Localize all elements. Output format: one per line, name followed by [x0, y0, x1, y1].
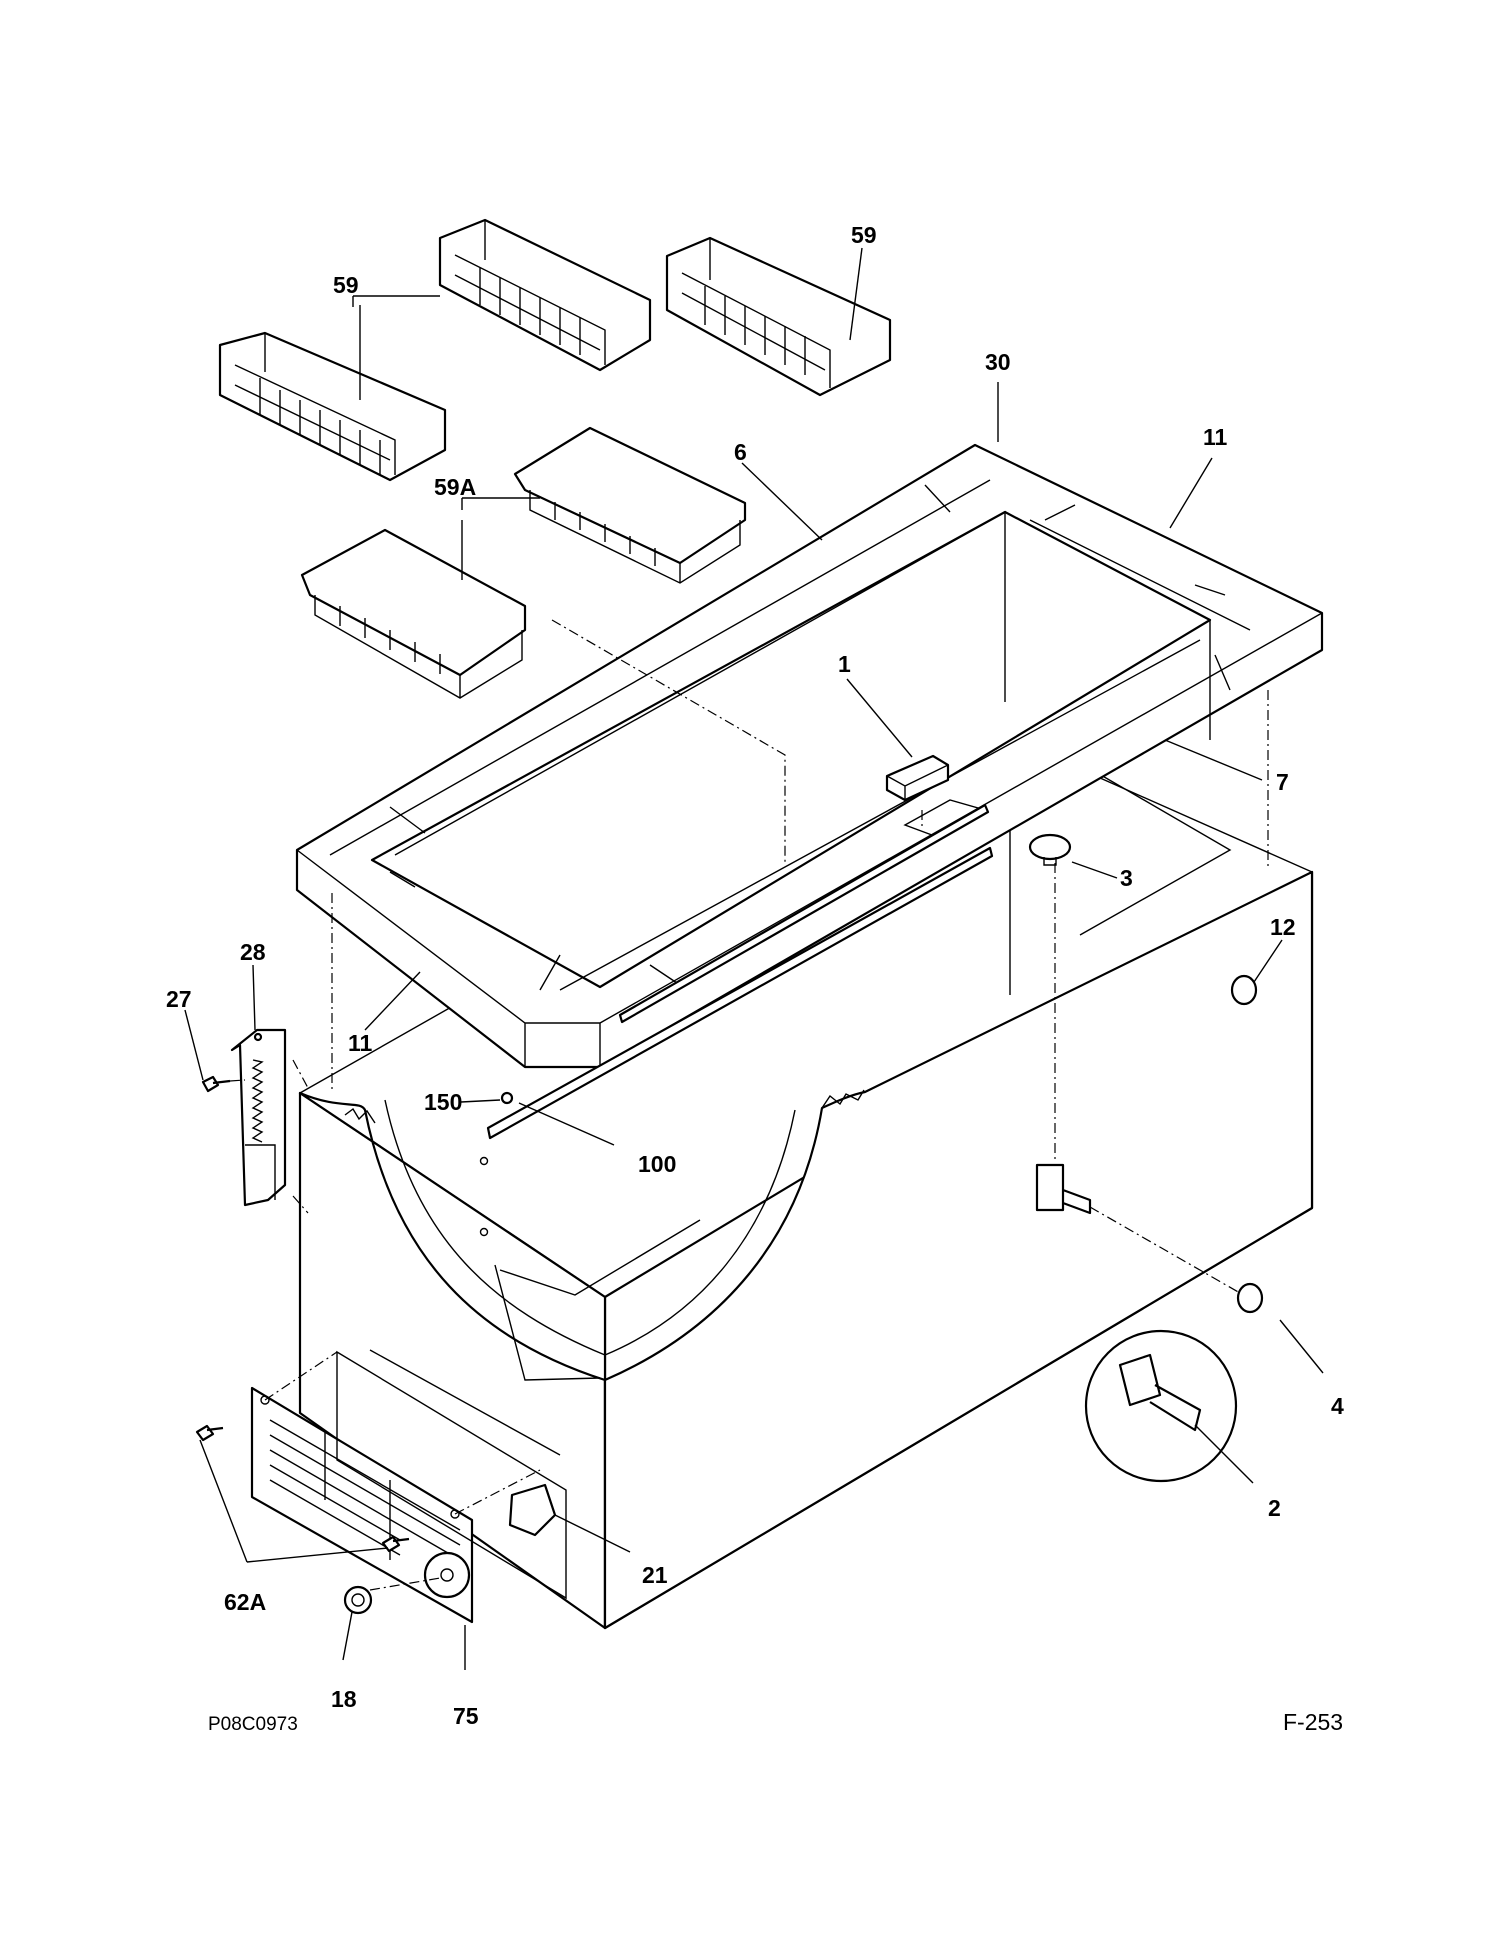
- callout-2: 2: [1268, 1495, 1281, 1521]
- hinge-screw-hole: [479, 1227, 489, 1237]
- grille-screw-hole: [260, 1395, 270, 1405]
- cabinet-inner-floor: [494, 1219, 701, 1381]
- callout-27: 27: [166, 986, 192, 1012]
- callout-3: 3: [1120, 865, 1133, 891]
- gasket-corner-joint: [389, 484, 1231, 991]
- callout-100: 100: [638, 1151, 676, 1177]
- callout-7: 7: [1276, 769, 1289, 795]
- callout-11-top: 11: [1203, 424, 1228, 450]
- callout-1: 1: [838, 651, 851, 677]
- gasket-inner-ridge: [329, 479, 1251, 991]
- hinge-bracket: [230, 1028, 287, 1207]
- plug-18-center: [351, 1593, 365, 1607]
- latch-1: [885, 754, 950, 802]
- basket-59a-lower: [300, 528, 527, 699]
- leader-lines: [184, 247, 1324, 1670]
- callout-150: 150: [424, 1089, 462, 1115]
- plug-18: [343, 1585, 373, 1615]
- drain-fitting-2: [1118, 1353, 1202, 1432]
- hinge-screw-hole: [479, 1156, 489, 1166]
- gasket-frame: [295, 443, 1324, 1069]
- breaker-strip: [486, 846, 994, 1140]
- grille-plug-hole: [423, 1551, 471, 1599]
- basket-59-right: [665, 236, 892, 397]
- drawing-number: P08C0973: [208, 1714, 298, 1735]
- drain-tube: [1035, 1163, 1092, 1215]
- power-switch: [508, 1483, 557, 1537]
- hinge-28: [230, 1028, 287, 1207]
- cabinet-cutaway: [298, 870, 1314, 1630]
- grille-75: [250, 1386, 474, 1624]
- drain-plug-4: [1236, 1282, 1264, 1314]
- breaker-strip-lower: [618, 803, 990, 1024]
- drain-cap-3-stem: [1043, 857, 1057, 866]
- callout-11-bottom: 11: [348, 1030, 373, 1056]
- latch-1-top: [886, 764, 949, 800]
- plug-12: [1230, 974, 1258, 1006]
- liner-back-edge: [394, 510, 1211, 856]
- callout-labels: 59 59 59A 30 11 6 1 7 3 12 28 27 11 150 …: [166, 222, 1344, 1729]
- callout-59-right: 59: [851, 222, 877, 248]
- basket-59a-upper: [513, 426, 747, 584]
- machine-compartment: [336, 1349, 567, 1600]
- callout-59-left: 59: [333, 272, 359, 298]
- callout-21: 21: [642, 1562, 668, 1588]
- callout-4: 4: [1331, 1393, 1344, 1419]
- cabinet-torn-edge-left: [344, 1107, 376, 1124]
- gasket-bevel: [296, 612, 1323, 1067]
- callout-18: 18: [331, 1686, 357, 1712]
- hinge-pivot: [253, 1032, 263, 1042]
- drain-cap-3: [1028, 833, 1072, 861]
- screw-62a: [195, 1424, 224, 1442]
- grille-panel: [250, 1386, 474, 1624]
- cabinet-torn-edge-right: [821, 1089, 865, 1109]
- grille-slots: [269, 1419, 461, 1561]
- callout-30: 30: [985, 349, 1011, 375]
- basket-59-center: [438, 218, 652, 372]
- hinge-arm: [245, 1144, 276, 1200]
- callout-59a: 59A: [434, 474, 476, 500]
- callout-62a: 62A: [224, 1589, 266, 1615]
- screw-27: [201, 1075, 231, 1093]
- screw-150: [500, 1091, 514, 1105]
- hinge-spring: [251, 1059, 264, 1143]
- callout-75: 75: [453, 1703, 479, 1729]
- grille-screw-hole: [450, 1509, 460, 1519]
- basket-59-left: [218, 331, 447, 482]
- callout-28: 28: [240, 939, 266, 965]
- cabinet-cutaway-inner: [384, 1099, 796, 1356]
- grille-plug-center: [440, 1568, 454, 1582]
- alignment-lines: [229, 619, 1269, 1591]
- page-code: F-253: [1283, 1709, 1343, 1735]
- callout-6: 6: [734, 439, 747, 465]
- callout-12: 12: [1270, 914, 1296, 940]
